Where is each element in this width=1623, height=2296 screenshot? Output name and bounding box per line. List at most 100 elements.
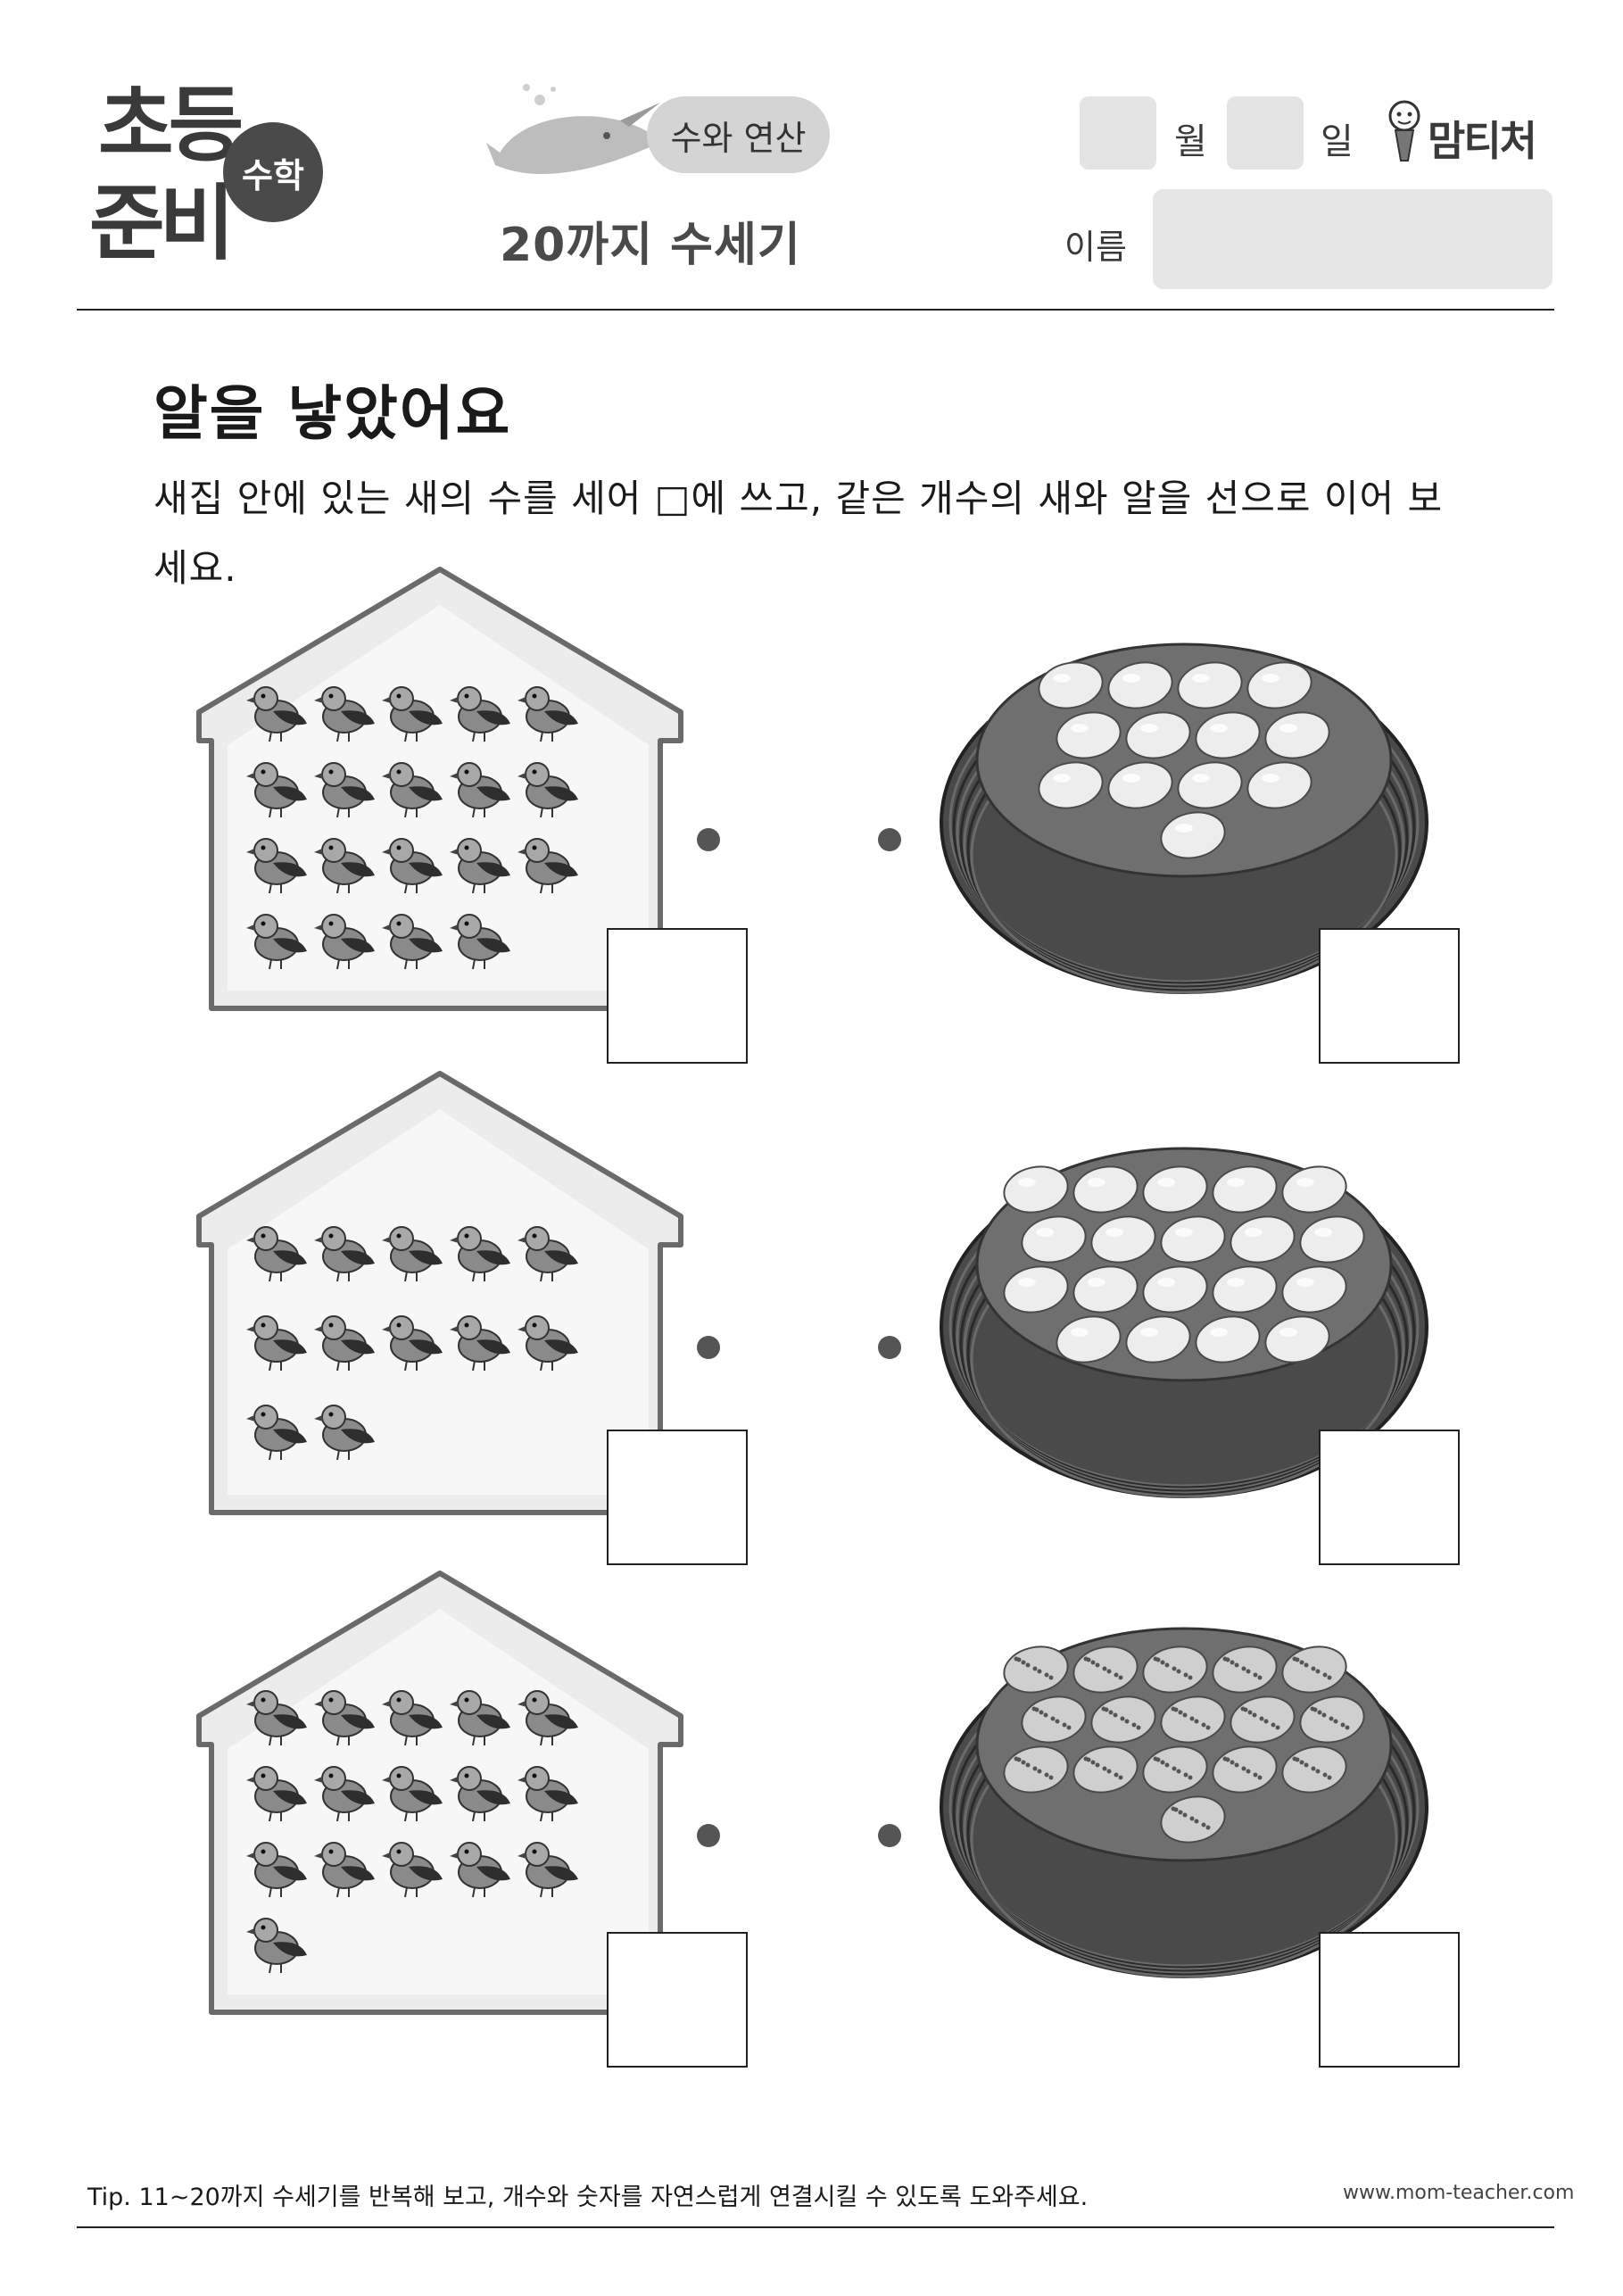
pencil-icon xyxy=(1388,100,1420,162)
bird-count-answer-box[interactable] xyxy=(607,1430,748,1565)
bird-icon xyxy=(518,1226,578,1282)
egg-icon xyxy=(1195,711,1261,759)
egg-icon xyxy=(1003,1645,1069,1694)
bird-icon xyxy=(450,1315,510,1372)
egg-icon xyxy=(1072,1645,1139,1694)
bird-count-answer-box[interactable] xyxy=(607,1932,748,2068)
bird-house xyxy=(196,567,683,1011)
bird-icon xyxy=(518,1766,578,1822)
egg-icon xyxy=(1160,1215,1226,1264)
egg-icon xyxy=(1021,1695,1087,1744)
bird-icon xyxy=(450,914,510,970)
egg-icon xyxy=(1125,711,1191,759)
bird-icon xyxy=(246,1405,307,1461)
egg-icon xyxy=(1056,711,1122,759)
bird-icon xyxy=(246,686,307,742)
egg-nest xyxy=(940,1627,1428,1978)
bird-connect-dot[interactable] xyxy=(697,1824,720,1847)
egg-icon xyxy=(1021,1215,1087,1264)
bird-icon xyxy=(314,914,375,970)
month-input[interactable] xyxy=(1080,96,1156,170)
name-label: 이름 xyxy=(1064,228,1127,267)
brand-name: 맘티처 xyxy=(1428,117,1537,165)
egg-icon xyxy=(1072,1745,1139,1794)
egg-icon xyxy=(1195,1315,1261,1364)
bird-icon xyxy=(382,1766,443,1822)
egg-connect-dot[interactable] xyxy=(878,1336,901,1359)
egg-icon xyxy=(1160,1795,1226,1844)
bird-icon xyxy=(450,762,510,818)
bird-icon xyxy=(518,1315,578,1372)
egg-icon xyxy=(1246,661,1312,709)
egg-icon xyxy=(1212,1265,1278,1314)
egg-icon xyxy=(1212,1645,1278,1694)
egg-icon xyxy=(1264,711,1330,759)
header-divider xyxy=(77,309,1554,311)
bird-icon xyxy=(518,686,578,742)
egg-icon xyxy=(1246,761,1312,809)
logo-word-2: 준비 xyxy=(89,176,235,271)
brand-logo: 맘티처 xyxy=(1383,96,1561,168)
egg-icon xyxy=(1299,1695,1365,1744)
egg-icon xyxy=(1142,1165,1208,1214)
egg-count-answer-box[interactable] xyxy=(1319,1430,1460,1565)
egg-icon xyxy=(1281,1265,1347,1314)
egg-count-answer-box[interactable] xyxy=(1319,928,1460,1064)
bird-connect-dot[interactable] xyxy=(697,828,720,851)
bird-icon xyxy=(246,1842,307,1898)
egg-icon xyxy=(1177,761,1243,809)
bird-icon xyxy=(246,1690,307,1746)
bird-icon xyxy=(382,1226,443,1282)
egg-icon xyxy=(1056,1315,1122,1364)
egg-count-answer-box[interactable] xyxy=(1319,1932,1460,2068)
month-label: 월 xyxy=(1174,121,1207,162)
logo-badge: 수학 xyxy=(223,122,323,222)
bird-icon xyxy=(246,914,307,970)
egg-icon xyxy=(1038,761,1104,809)
egg-icon xyxy=(1230,1695,1296,1744)
bird-icon xyxy=(314,762,375,818)
bird-icon xyxy=(518,838,578,894)
bird-connect-dot[interactable] xyxy=(697,1336,720,1359)
bird-icon xyxy=(450,1690,510,1746)
egg-icon xyxy=(1090,1695,1156,1744)
bird-count-answer-box[interactable] xyxy=(607,928,748,1064)
name-input[interactable] xyxy=(1153,189,1553,289)
egg-icon xyxy=(1281,1745,1347,1794)
bird-icon xyxy=(382,762,443,818)
egg-connect-dot[interactable] xyxy=(878,1824,901,1847)
egg-icon xyxy=(1212,1165,1278,1214)
bird-icon xyxy=(246,838,307,894)
worksheet-title: 알을 낳았어요 xyxy=(153,379,512,448)
bird-icon xyxy=(450,686,510,742)
logo: 초등 준비 수학 xyxy=(89,85,323,290)
bird-icon xyxy=(450,1766,510,1822)
footer-site: www.mom-teacher.com xyxy=(1343,2182,1575,2204)
egg-icon xyxy=(1107,661,1173,709)
bird-icon xyxy=(382,686,443,742)
bird-icon xyxy=(314,1226,375,1282)
bird-house xyxy=(196,1571,683,2015)
bird-icon xyxy=(314,1842,375,1898)
footer-divider xyxy=(77,2226,1554,2228)
bird-icon xyxy=(314,1315,375,1372)
egg-icon xyxy=(1230,1215,1296,1264)
egg-icon xyxy=(1038,661,1104,709)
day-input[interactable] xyxy=(1227,96,1304,170)
egg-icon xyxy=(1072,1165,1139,1214)
bird-icon xyxy=(518,1690,578,1746)
worksheet-instruction: 새집 안에 있는 새의 수를 세어 □에 쓰고, 같은 개수의 새와 알을 선으… xyxy=(153,477,1444,590)
egg-nest xyxy=(940,642,1428,994)
egg-icon xyxy=(1142,1645,1208,1694)
egg-icon xyxy=(1299,1215,1365,1264)
egg-icon xyxy=(1125,1315,1191,1364)
bird-house xyxy=(196,1071,683,1515)
bird-icon xyxy=(382,1842,443,1898)
bird-icon xyxy=(314,838,375,894)
egg-icon xyxy=(1160,1695,1226,1744)
bird-icon xyxy=(518,762,578,818)
egg-icon xyxy=(1281,1165,1347,1214)
egg-connect-dot[interactable] xyxy=(878,828,901,851)
egg-icon xyxy=(1003,1165,1069,1214)
bird-icon xyxy=(246,762,307,818)
